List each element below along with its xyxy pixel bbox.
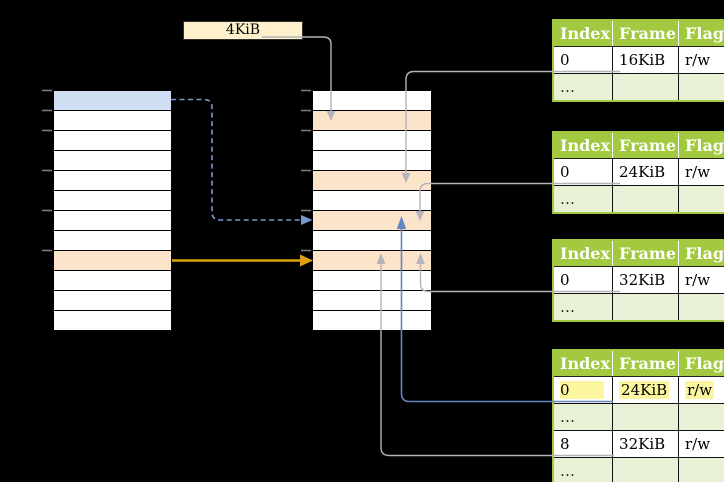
page-table-3: Index Frame Flags 0 32KiB r/w …	[552, 239, 724, 322]
col-header-frame: Frame	[612, 240, 680, 267]
col-header-index: Index	[553, 350, 614, 377]
highlight-mark: r/w	[685, 381, 715, 399]
index-cell: …	[552, 73, 614, 102]
table-header-row: Index Frame Flags	[553, 132, 724, 159]
frame-cell	[612, 293, 680, 322]
col-header-frame: Frame	[612, 132, 680, 159]
flags-cell	[678, 73, 724, 102]
memory-cell	[54, 271, 171, 291]
frame-cell	[612, 73, 680, 102]
highlight-mark: 0	[560, 381, 604, 399]
memory-cell	[313, 191, 431, 211]
flags-cell: r/w	[678, 158, 724, 186]
memory-cell	[54, 231, 171, 251]
flags-cell: r/w	[678, 46, 724, 74]
memory-cell-orange	[313, 251, 431, 271]
memory-cell-orange	[313, 211, 431, 231]
arrow-virtual-to-frame-orange	[172, 254, 313, 267]
index-cell: 0	[552, 158, 614, 186]
memory-cell-orange	[313, 171, 431, 191]
col-header-flags: Flags	[678, 350, 724, 377]
flags-cell: r/w	[678, 376, 724, 404]
middle-memory-column	[312, 90, 432, 331]
table-row: 0 16KiB r/w	[552, 46, 724, 74]
flags-cell	[678, 403, 724, 431]
memory-cell	[313, 151, 431, 171]
frame-cell: 24KiB	[612, 376, 680, 404]
table-row: 0 32KiB r/w	[552, 266, 724, 294]
memory-cell-blue	[54, 91, 171, 111]
memory-cell	[313, 231, 431, 251]
table-row: 0 24KiB r/w	[552, 158, 724, 186]
table-row-ellipsis: …	[552, 457, 724, 482]
table-header-row: Index Frame Flags	[553, 350, 724, 377]
highlight-mark: 24KiB	[619, 381, 670, 399]
memory-cell	[54, 111, 171, 131]
table-row-ellipsis: …	[552, 403, 724, 431]
col-header-frame: Frame	[612, 20, 680, 47]
index-cell: 0	[552, 376, 614, 404]
memory-cell	[313, 291, 431, 311]
flags-cell	[678, 185, 724, 214]
memory-cell	[313, 311, 431, 330]
memory-cell	[54, 311, 171, 330]
frame-cell: 32KiB	[612, 430, 680, 458]
frame-cell: 32KiB	[612, 266, 680, 294]
index-cell: …	[552, 185, 614, 214]
memory-cell	[54, 291, 171, 311]
table-row-highlighted: 0 24KiB r/w	[552, 376, 724, 404]
flags-cell	[678, 293, 724, 322]
col-header-frame: Frame	[612, 350, 680, 377]
index-cell: …	[552, 403, 614, 431]
memory-cell	[54, 191, 171, 211]
page-table-1: Index Frame Flags 0 16KiB r/w …	[552, 19, 724, 102]
table-row-ellipsis: …	[552, 293, 724, 322]
flags-cell: r/w	[678, 266, 724, 294]
memory-cell-orange	[54, 251, 171, 271]
col-header-index: Index	[553, 240, 614, 267]
index-cell: …	[552, 293, 614, 322]
col-header-flags: Flags	[678, 20, 724, 47]
arrow-virtual-to-frame-dashed	[171, 98, 313, 225]
table-row-ellipsis: …	[552, 185, 724, 214]
memory-cell	[54, 211, 171, 231]
index-cell: 0	[552, 266, 614, 294]
flags-cell: r/w	[678, 430, 724, 458]
left-memory-column	[53, 90, 172, 331]
table-header-row: Index Frame Flags	[553, 20, 724, 47]
memory-cell	[54, 171, 171, 191]
col-header-index: Index	[553, 132, 614, 159]
page-table-2: Index Frame Flags 0 24KiB r/w …	[552, 131, 724, 214]
frame-cell	[612, 185, 680, 214]
memory-cell	[54, 151, 171, 171]
memory-cell	[313, 271, 431, 291]
index-cell: …	[552, 457, 614, 482]
page-size-label: 4KiB	[183, 21, 303, 40]
table-row: 8 32KiB r/w	[552, 430, 724, 458]
page-table-4: Index Frame Flags 0 24KiB r/w … 8 32KiB …	[552, 349, 724, 482]
index-cell: 0	[552, 46, 614, 74]
memory-cell	[54, 131, 171, 151]
table-row-ellipsis: …	[552, 73, 724, 102]
memory-cell	[313, 131, 431, 151]
col-header-flags: Flags	[678, 132, 724, 159]
frame-cell	[612, 403, 680, 431]
table-header-row: Index Frame Flags	[553, 240, 724, 267]
memory-cell	[313, 91, 431, 111]
col-header-index: Index	[553, 20, 614, 47]
frame-cell: 16KiB	[612, 46, 680, 74]
col-header-flags: Flags	[678, 240, 724, 267]
flags-cell	[678, 457, 724, 482]
index-cell: 8	[552, 430, 614, 458]
memory-cell-orange	[313, 111, 431, 131]
frame-cell: 24KiB	[612, 158, 680, 186]
frame-cell	[612, 457, 680, 482]
